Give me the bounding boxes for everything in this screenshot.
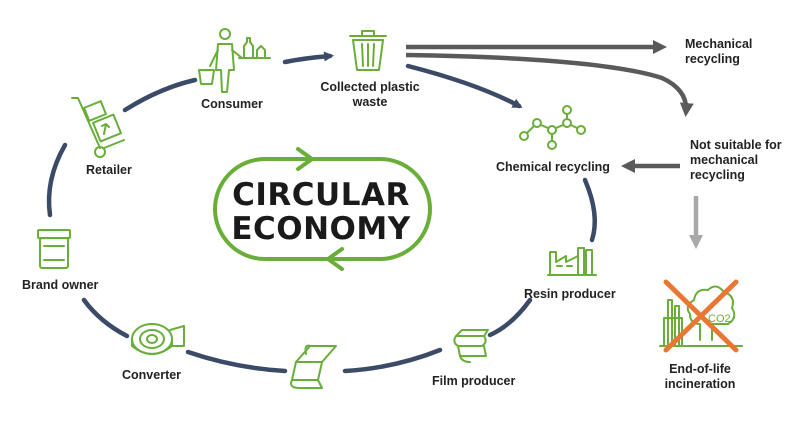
arc-resin-to-film (487, 297, 533, 338)
incineration-line-2: incineration (664, 377, 736, 391)
arrow-to-not-suitable (405, 52, 694, 117)
title-line-2: ECONOMY (231, 211, 411, 247)
mechanical-line-1: Mechanical (685, 37, 753, 51)
arc-converter-to-brand (81, 297, 130, 339)
trash-bin-icon (349, 30, 387, 71)
not-suitable-label: Not suitable for mechanical recycling (690, 138, 782, 183)
arc-retailer-to-consumer (122, 77, 198, 113)
economy-loop (213, 147, 432, 271)
hand-truck-icon (71, 97, 125, 158)
film-producer-label: Film producer (432, 374, 516, 388)
mechanical-recycling-label: Mechanical recycling (685, 37, 752, 67)
person-with-cart-icon (198, 28, 271, 93)
page-title: CIRCULAR ECONOMY (216, 178, 426, 246)
retailer-label: Retailer (86, 163, 132, 177)
film-strip-icon (453, 329, 489, 363)
mechanical-line-2: recycling (685, 52, 740, 66)
loop-arrow-top (296, 147, 316, 171)
arc-film-to-sheet (342, 347, 443, 374)
collected-line-1: Collected plastic (320, 80, 420, 94)
film-roll-icon (131, 323, 185, 355)
not-suitable-line-2: mechanical (690, 153, 759, 167)
factory-icon (547, 247, 597, 276)
film-sheet-icon (290, 344, 337, 389)
resin-producer-label: Resin producer (524, 287, 616, 301)
collected-line-2: waste (352, 95, 388, 109)
not-suitable-line-1: Not suitable for (690, 138, 782, 152)
arc-chemical-to-resin (582, 177, 598, 243)
converter-label: Converter (122, 368, 182, 382)
brand-owner-label: Brand owner (22, 278, 99, 292)
crossed-incineration-icon (663, 279, 739, 353)
jar-icon (37, 229, 71, 269)
arc-collected-to-chemical (405, 63, 523, 109)
collected-plastic-waste-label: Collected plastic waste (312, 80, 428, 110)
not-suitable-line-3: recycling (690, 168, 745, 182)
flow-arrows (405, 40, 703, 249)
cycle-arcs (46, 51, 598, 374)
co2-label: CO2 (708, 313, 731, 325)
incineration-line-1: End-of-life (669, 362, 731, 376)
loop-arrow-bottom (324, 247, 344, 271)
arc-brand-to-retailer (46, 142, 68, 218)
loop-outline (213, 157, 432, 261)
molecule-icon (519, 105, 586, 150)
consumer-label: Consumer (201, 97, 263, 111)
title-line-1: CIRCULAR (232, 177, 410, 213)
chemical-recycling-label: Chemical recycling (496, 160, 610, 174)
arc-sheet-to-converter (185, 349, 288, 374)
incineration-label: End-of-life incineration (652, 362, 748, 392)
arc-consumer-to-collected (282, 51, 334, 65)
